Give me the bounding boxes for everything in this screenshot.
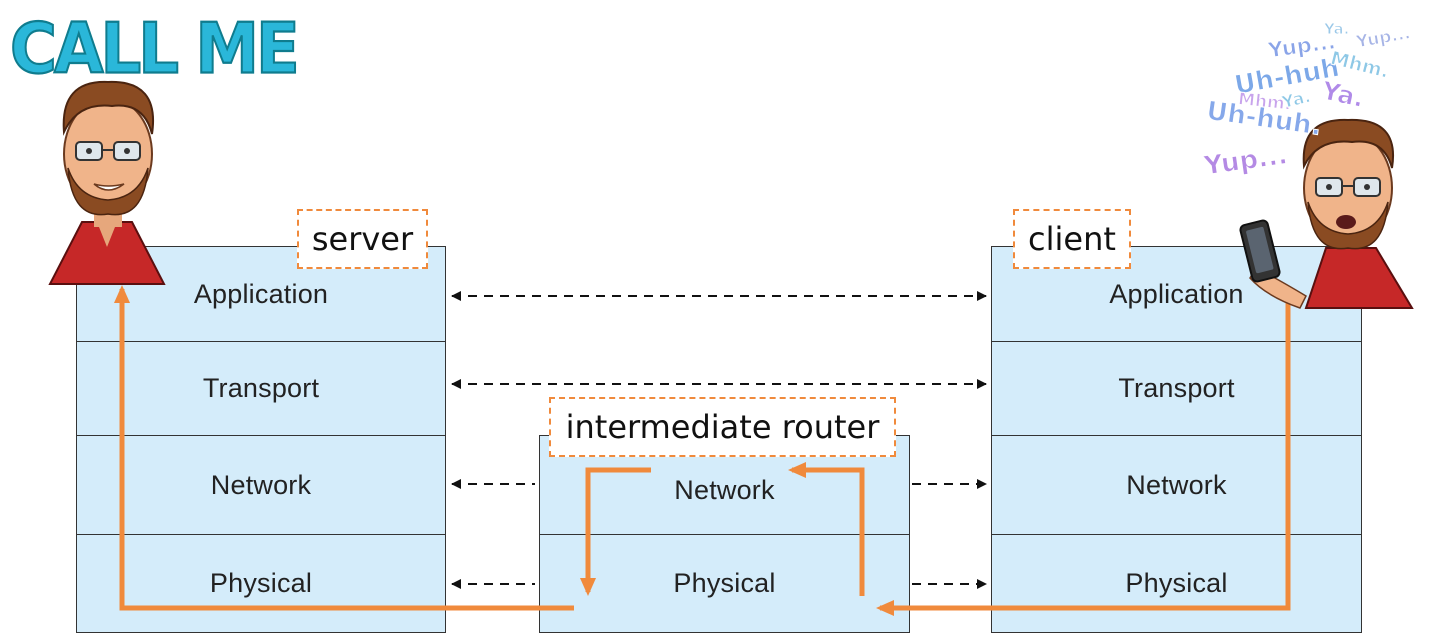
- server-person-avatar: [48, 80, 166, 285]
- server-network-layer: Network: [77, 436, 445, 535]
- server-transport-layer: Transport: [77, 342, 445, 436]
- client-application-layer: Application: [992, 247, 1361, 342]
- chatter-word: Ya.: [1323, 20, 1350, 39]
- server-tag: server: [297, 209, 428, 269]
- router-physical-layer: Physical: [673, 568, 776, 598]
- client-tag: client: [1013, 209, 1131, 269]
- server-application-layer: Application: [77, 247, 445, 342]
- client-transport-layer: Transport: [992, 342, 1361, 436]
- call-me-logo: CALL ME: [9, 9, 301, 91]
- server-up-path-arrow: [114, 285, 574, 611]
- router-up-path-arrow: [788, 462, 865, 596]
- client-network-layer: Network: [992, 436, 1361, 535]
- server-physical-layer: Physical: [209, 568, 313, 598]
- server-stack: Application Transport Network Physical: [76, 246, 446, 633]
- client-down-path-arrow: [876, 300, 1291, 616]
- client-stack: Application Transport Network Physical: [991, 246, 1362, 633]
- router-down-path-arrow: [580, 467, 651, 596]
- client-physical-layer: Physical: [1125, 568, 1228, 598]
- phone-icon: [1239, 219, 1281, 283]
- router-network-layer: Network: [540, 436, 909, 535]
- router-tag: intermediate router: [549, 397, 896, 457]
- client-person-avatar: [1239, 118, 1414, 309]
